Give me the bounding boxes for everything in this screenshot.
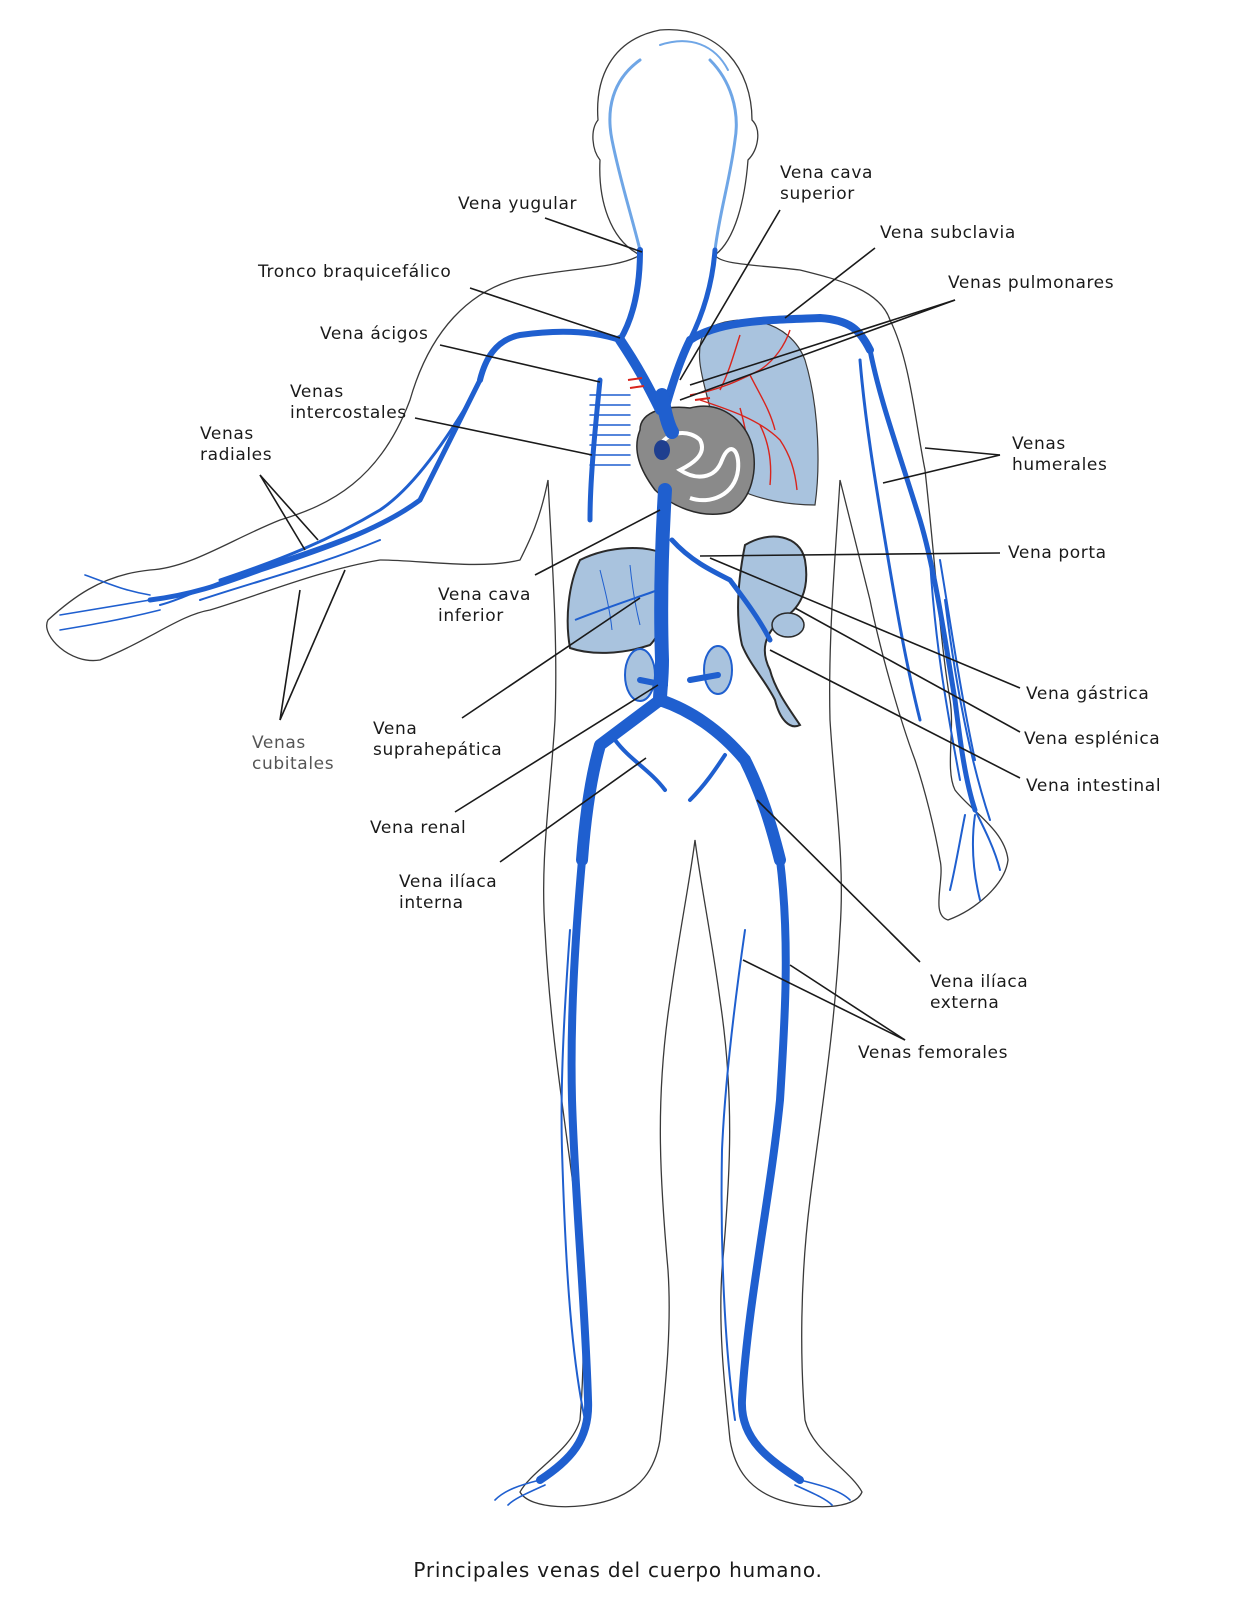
label-vena-porta: Vena porta — [1008, 543, 1107, 563]
label-venas-radiales: Venas radiales — [200, 424, 272, 466]
label-venas-pulmonares: Venas pulmonares — [948, 273, 1115, 293]
label-line: radiales — [200, 445, 273, 465]
label-venas-humerales: Venas humerales — [1012, 434, 1107, 476]
label-venas-femorales: Venas femorales — [858, 1043, 1009, 1063]
leader-lines — [259, 209, 1021, 1041]
label-line: Vena — [373, 719, 418, 739]
label-vena-intestinal: Vena intestinal — [1026, 776, 1162, 796]
label-vena-gastrica: Vena gástrica — [1026, 684, 1150, 704]
label-vena-cava-superior: Vena cava superior — [780, 163, 873, 205]
label-line: Venas — [1012, 434, 1066, 454]
artery-accents — [627, 377, 711, 401]
label-line: externa — [930, 993, 1000, 1013]
label-line: Venas — [290, 382, 344, 402]
label-vena-iliaca-interna: Vena ilíaca interna — [399, 872, 497, 914]
label-line: humerales — [1012, 455, 1108, 475]
label-line: cubitales — [252, 754, 335, 774]
label-line: Vena cava — [780, 163, 874, 183]
label-line: suprahepática — [373, 740, 503, 760]
label-line: Vena ilíaca — [399, 872, 498, 892]
label-venas-intercostales: Venas intercostales — [290, 382, 407, 424]
label-vena-subclavia: Vena subclavia — [880, 223, 1016, 243]
label-vena-iliaca-externa: Vena ilíaca externa — [930, 972, 1028, 1014]
label-line: Venas — [200, 424, 254, 444]
label-line: superior — [780, 184, 855, 204]
label-line: Vena cava — [438, 585, 532, 605]
label-vena-cava-inferior: Vena cava inferior — [438, 585, 531, 627]
veins — [59, 40, 1001, 1506]
label-line: intercostales — [290, 403, 407, 423]
heart — [636, 405, 755, 515]
label-vena-acigos: Vena ácigos — [320, 324, 429, 344]
label-vena-suprahepatica: Vena suprahepática — [373, 719, 502, 761]
label-vena-yugular: Vena yugular — [458, 194, 578, 214]
label-vena-esplenica: Vena esplénica — [1024, 729, 1161, 749]
body-outline — [46, 29, 1009, 1508]
label-line: Vena ilíaca — [930, 972, 1029, 992]
label-line: inferior — [438, 606, 504, 626]
label-venas-cubitales: Venas cubitales — [252, 733, 334, 775]
stomach — [737, 535, 808, 728]
label-line: Venas — [252, 733, 306, 753]
label-vena-renal: Vena renal — [370, 818, 467, 838]
label-line: interna — [399, 893, 464, 913]
label-tronco-braquicefalico: Tronco braquicefálico — [258, 262, 452, 282]
liver — [566, 547, 668, 654]
figure-caption: Principales venas del cuerpo humano. — [413, 1558, 823, 1582]
